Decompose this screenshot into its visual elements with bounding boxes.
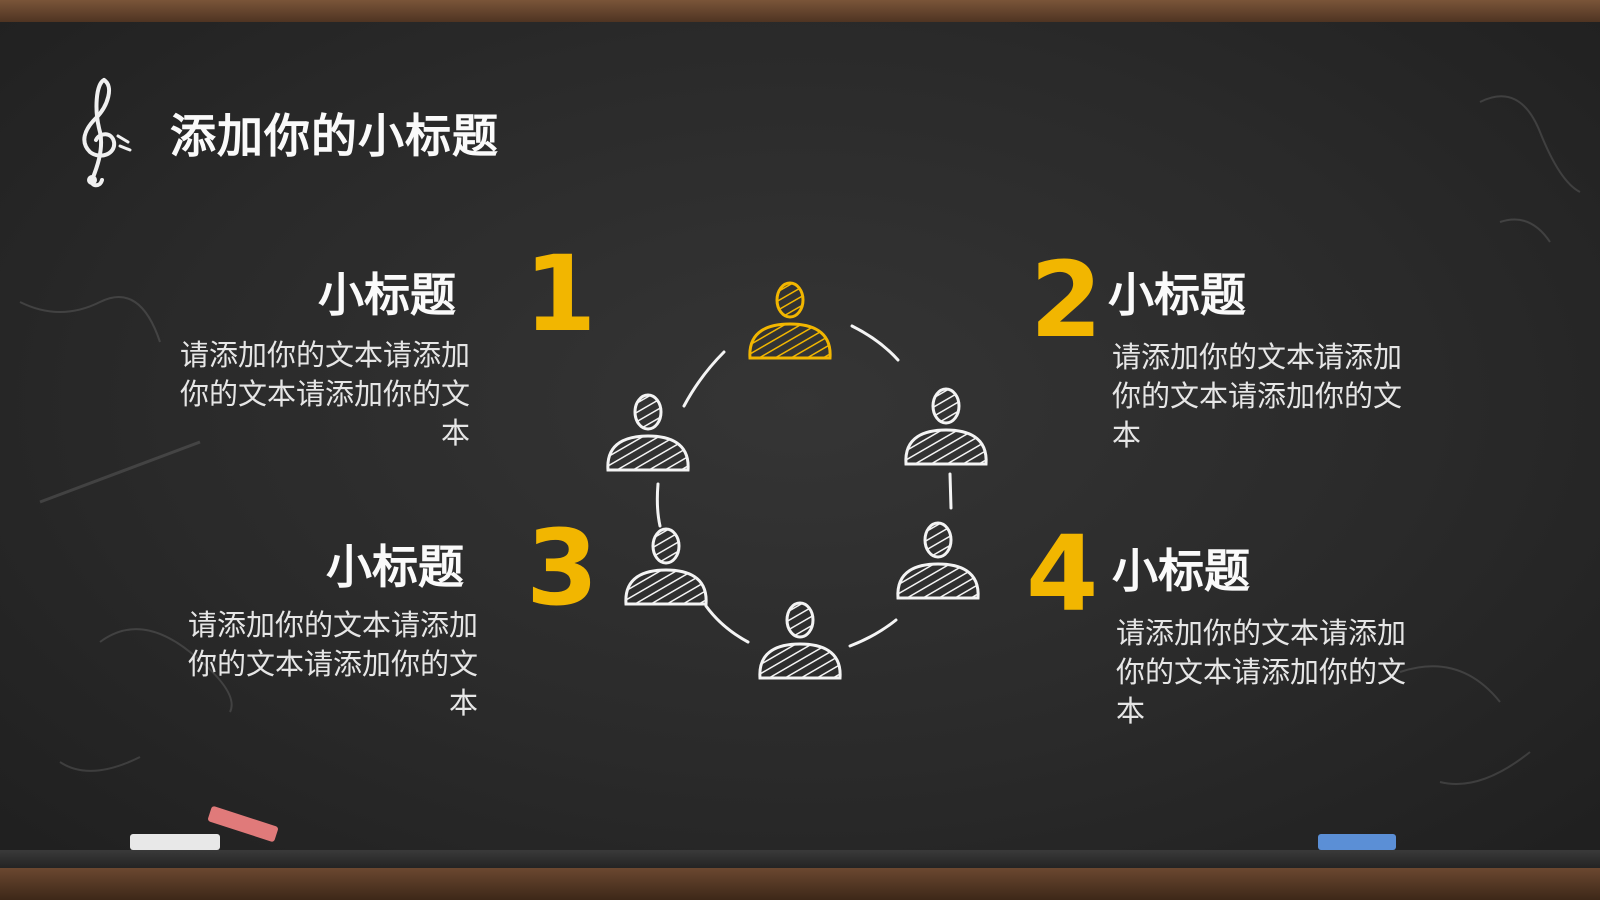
chalkboard-background — [0, 22, 1600, 868]
item-heading-3: 小标题 — [326, 540, 464, 594]
people-cycle-diagram — [606, 281, 988, 680]
person-icon — [896, 521, 980, 600]
board-frame-bottom — [0, 868, 1600, 900]
person-icon — [748, 281, 832, 360]
person-icon — [904, 387, 988, 466]
item-heading-4: 小标题 — [1112, 544, 1250, 598]
treble-clef-icon — [82, 78, 132, 188]
item-text-2: 请添加你的文本请添加你的文本请添加你的文本 — [1112, 340, 1403, 452]
person-icon — [758, 601, 842, 680]
cycle-connector-lines — [655, 324, 953, 648]
item-text-3: 请添加你的文本请添加你的文本请添加你的文本 — [187, 608, 478, 720]
person-icon — [624, 527, 708, 606]
item-number-2: 2 — [1030, 239, 1103, 361]
item-text-1: 请添加你的文本请添加你的文本请添加你的文本 — [179, 338, 470, 450]
item-heading-2: 小标题 — [1108, 268, 1246, 322]
item-number-1: 1 — [524, 233, 597, 355]
blue-chalk-piece — [1318, 834, 1396, 850]
item-number-4: 4 — [1026, 513, 1099, 635]
person-icon — [606, 393, 690, 472]
white-chalk-piece — [130, 834, 220, 850]
chalk-dust-texture — [19, 95, 1581, 785]
board-frame-top — [0, 0, 1600, 22]
item-text-4: 请添加你的文本请添加你的文本请添加你的文本 — [1116, 616, 1407, 728]
item-heading-1: 小标题 — [318, 268, 456, 322]
slide-title: 添加你的小标题 — [170, 109, 499, 163]
chalk-tray — [0, 850, 1600, 868]
item-number-3: 3 — [526, 507, 599, 629]
